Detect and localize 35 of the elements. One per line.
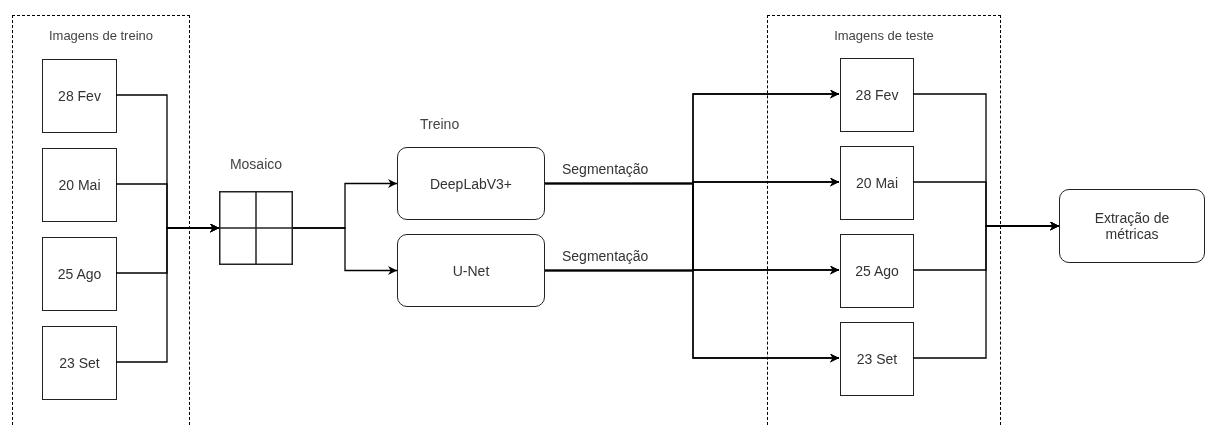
image-box [840,234,914,308]
group-heading: Imagens de teste [833,28,935,43]
box-heading: Mosaico [228,156,284,172]
process-box [397,147,545,220]
image-box [840,58,914,132]
box-label: 28 Fev [58,88,101,104]
process-box [1059,189,1205,263]
image-box [42,59,117,133]
section-label: Treino [420,117,460,131]
box-label: 25 Ago [855,263,899,279]
box-label: 23 Set [856,351,898,367]
dashed-group-frame [767,15,1001,425]
box-label: U-Net [452,262,490,279]
arrow [115,223,220,363]
arrow [912,221,1060,359]
group-heading: Imagens de treino [47,28,155,43]
edge-label: Segmentação [562,249,649,263]
process-box [397,234,545,307]
image-box [42,326,117,400]
image-box [840,146,914,220]
box-label: DeepLabV3+ [429,175,513,192]
arrow [544,269,840,363]
arrow [292,227,398,275]
mosaic-grid [219,156,293,265]
dashed-group-frame [12,15,190,425]
box-label: Extração de métricas [1093,210,1171,242]
box-label: 20 Mai [58,177,101,193]
image-box [42,237,117,311]
box-label: 25 Ago [57,266,102,282]
edge-label: Segmentação [562,162,649,176]
box-label: 23 Set [59,355,100,371]
box-label: 20 Mai [856,175,898,191]
box-label: 28 Fev [855,87,899,103]
image-box [840,322,914,396]
image-box [42,148,117,222]
